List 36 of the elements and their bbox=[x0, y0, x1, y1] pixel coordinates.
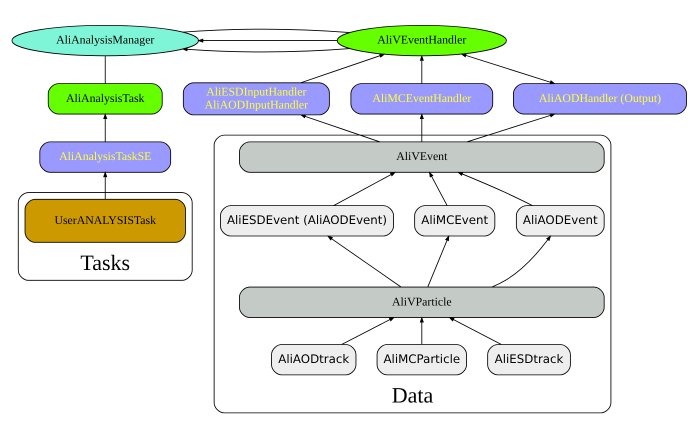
node-box: AliAODtrack bbox=[271, 344, 356, 375]
node-box: AliAODEvent bbox=[516, 204, 605, 236]
node-box: UserANALYSISTask bbox=[24, 198, 186, 242]
arrow bbox=[491, 234, 552, 287]
arrow bbox=[427, 234, 450, 287]
node-box: AliAnalysisTaskSE bbox=[39, 140, 172, 172]
arrow bbox=[300, 114, 380, 142]
node-box: AliESDInputHandler AliAODInputHandler bbox=[182, 82, 330, 115]
arrow bbox=[457, 171, 533, 206]
node-box: AliAnalysisTask bbox=[48, 82, 163, 114]
arrow bbox=[428, 170, 448, 206]
arrow bbox=[197, 38, 338, 42]
node-box: AliMCParticle bbox=[376, 344, 467, 375]
arrow bbox=[341, 316, 395, 344]
arrow bbox=[103, 170, 108, 199]
node-ellipse: AliAnalysisManager bbox=[12, 24, 199, 56]
arrow bbox=[300, 53, 386, 83]
node-box: AliVParticle bbox=[239, 286, 605, 318]
connector bbox=[104, 55, 106, 84]
node-box: AliESDtrack bbox=[487, 344, 571, 375]
node-box: AliMCEvent bbox=[414, 204, 496, 236]
arrow bbox=[466, 112, 556, 142]
arrow bbox=[420, 316, 424, 344]
arrow bbox=[333, 171, 396, 206]
arrow bbox=[326, 235, 402, 287]
node-box: AliAODHandler (Output) bbox=[512, 82, 687, 114]
node-box: AliESDEvent (AliAODEvent) bbox=[220, 204, 394, 236]
arrow bbox=[182, 46, 350, 52]
node-box: AliVEvent bbox=[239, 140, 605, 172]
arrow bbox=[420, 112, 424, 142]
arrow bbox=[448, 316, 502, 344]
arrow bbox=[460, 53, 556, 84]
connector bbox=[182, 28, 350, 32]
arrow bbox=[103, 112, 108, 142]
node-box: AliMCEventHandler bbox=[350, 82, 494, 114]
arrow bbox=[420, 54, 424, 84]
